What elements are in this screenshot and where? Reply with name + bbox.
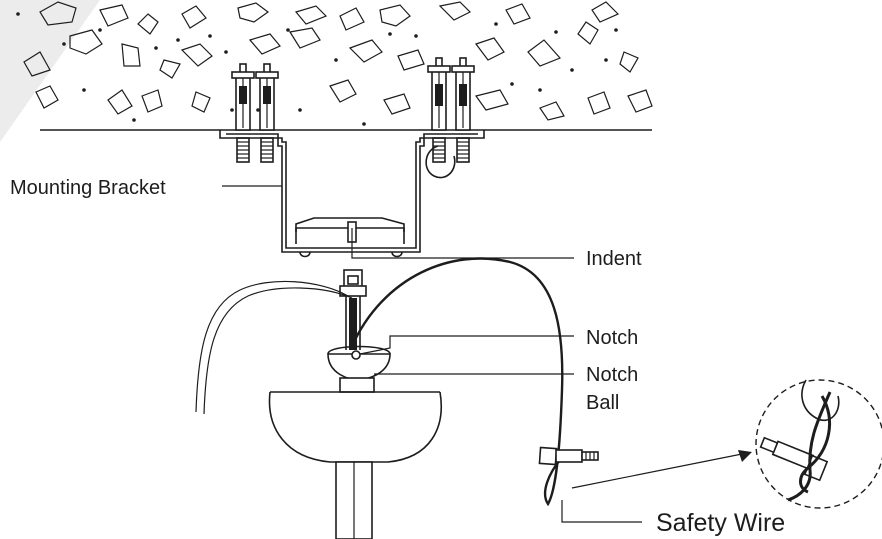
- label-indent: Indent: [586, 248, 642, 270]
- mounting-bracket: [219, 130, 485, 258]
- fan-canopy: [268, 391, 442, 539]
- label-safety-wire: Safety Wire: [656, 509, 785, 537]
- detail-arrowhead: [738, 450, 752, 462]
- right-anchor-bolts: [425, 57, 475, 179]
- safety-wire: [350, 257, 564, 507]
- label-mounting-bracket: Mounting Bracket: [10, 177, 166, 199]
- label-notch-ball-line2: Ball: [586, 392, 619, 414]
- detail-magnifier: [755, 379, 882, 509]
- power-wire: [195, 280, 349, 413]
- detail-arrow-line: [571, 453, 743, 489]
- power-wire-inner: [203, 287, 353, 415]
- notch-leader: [359, 335, 574, 355]
- left-anchor-bolts: [231, 63, 279, 163]
- indent-leader: [351, 242, 574, 259]
- ceiling-stones: [23, 1, 653, 121]
- ceiling-specks: [16, 12, 618, 126]
- safety-wire-leader: [561, 500, 642, 523]
- label-notch: Notch: [586, 327, 638, 349]
- safety-hook: [425, 145, 456, 179]
- label-notch-ball-line1: Notch: [586, 364, 638, 386]
- corner-shade: [0, 0, 100, 142]
- connector: [339, 269, 367, 350]
- safety-bolt: [538, 446, 599, 466]
- hanger-ball: [327, 345, 391, 393]
